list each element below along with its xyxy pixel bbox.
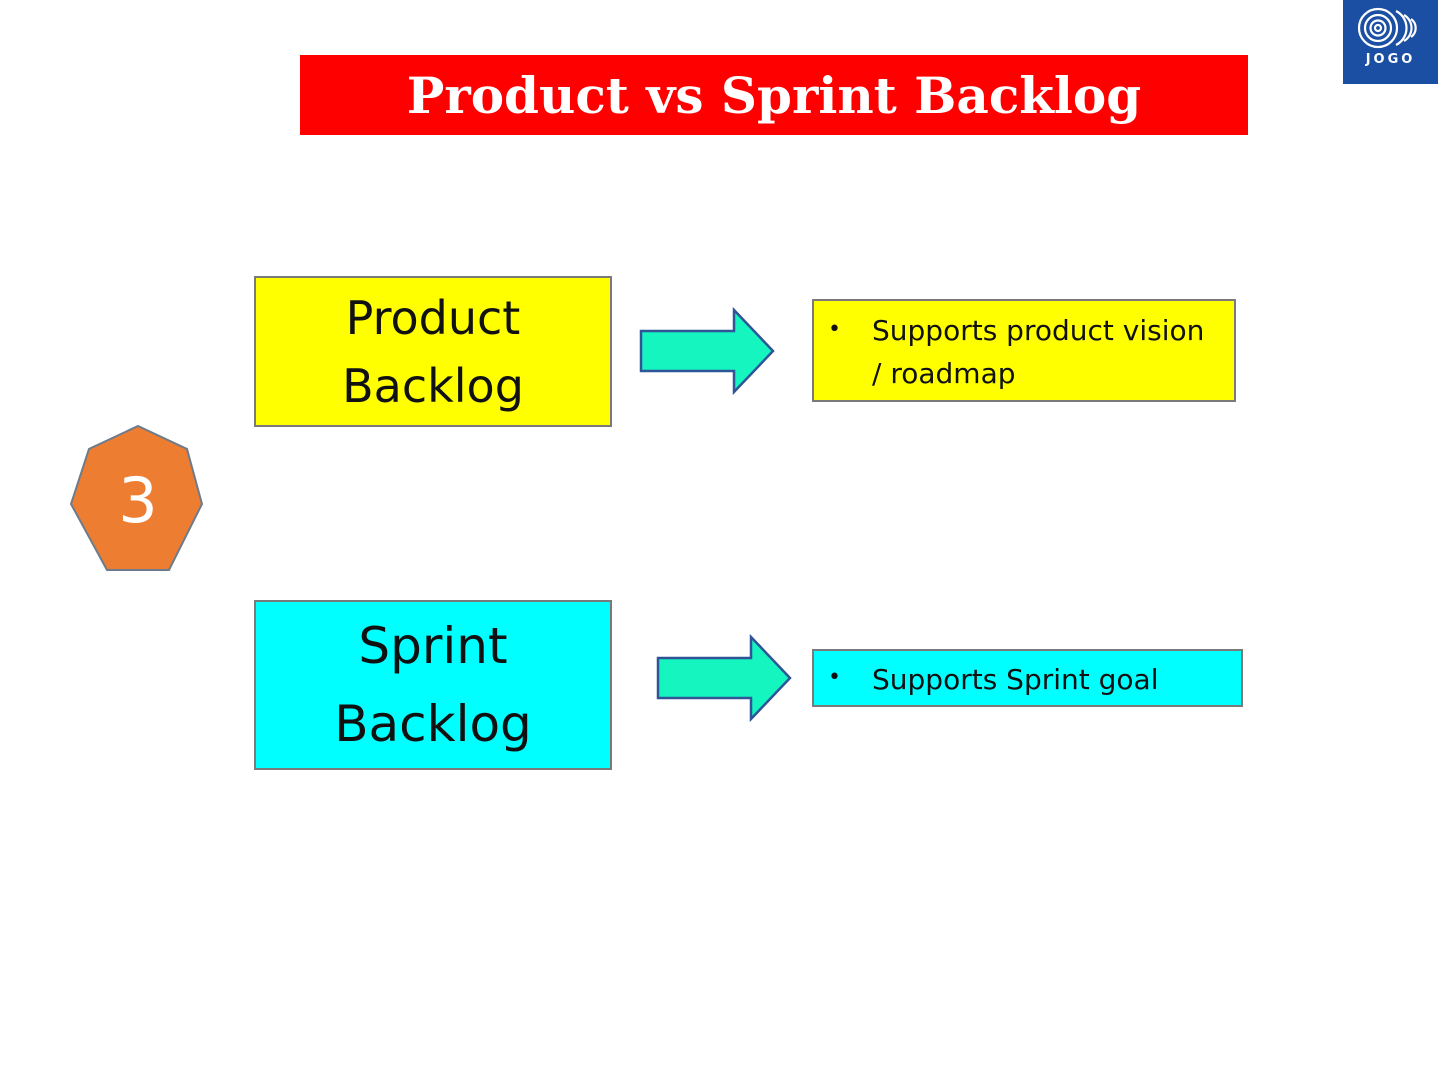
jogo-logo-icon	[1357, 7, 1417, 49]
sprint-backlog-line1: Sprint	[358, 617, 508, 675]
product-note-line1: Supports product vision	[872, 314, 1205, 347]
step-number: 3	[118, 464, 157, 537]
sprint-backlog-line2: Backlog	[334, 695, 532, 753]
sprint-backlog-box: Sprint Backlog	[254, 600, 612, 770]
right-arrow-icon	[656, 634, 792, 722]
product-note-line2: / roadmap	[872, 357, 1016, 390]
product-backlog-note: • Supports product vision / roadmap	[812, 299, 1236, 402]
bullet: •	[828, 317, 841, 342]
bullet: •	[828, 665, 841, 690]
page-title: Product vs Sprint Backlog	[406, 65, 1142, 125]
right-arrow-icon	[639, 307, 775, 395]
title-banner: Product vs Sprint Backlog	[300, 55, 1248, 135]
product-backlog-line1: Product	[345, 290, 521, 345]
jogo-logo: JOGO	[1343, 0, 1438, 84]
product-backlog-box: Product Backlog	[254, 276, 612, 427]
sprint-backlog-note: • Supports Sprint goal	[812, 649, 1243, 707]
logo-text: JOGO	[1365, 52, 1416, 67]
sprint-note-line1: Supports Sprint goal	[872, 663, 1159, 696]
product-backlog-line2: Backlog	[342, 358, 524, 413]
heptagon-badge: 3	[69, 424, 204, 571]
